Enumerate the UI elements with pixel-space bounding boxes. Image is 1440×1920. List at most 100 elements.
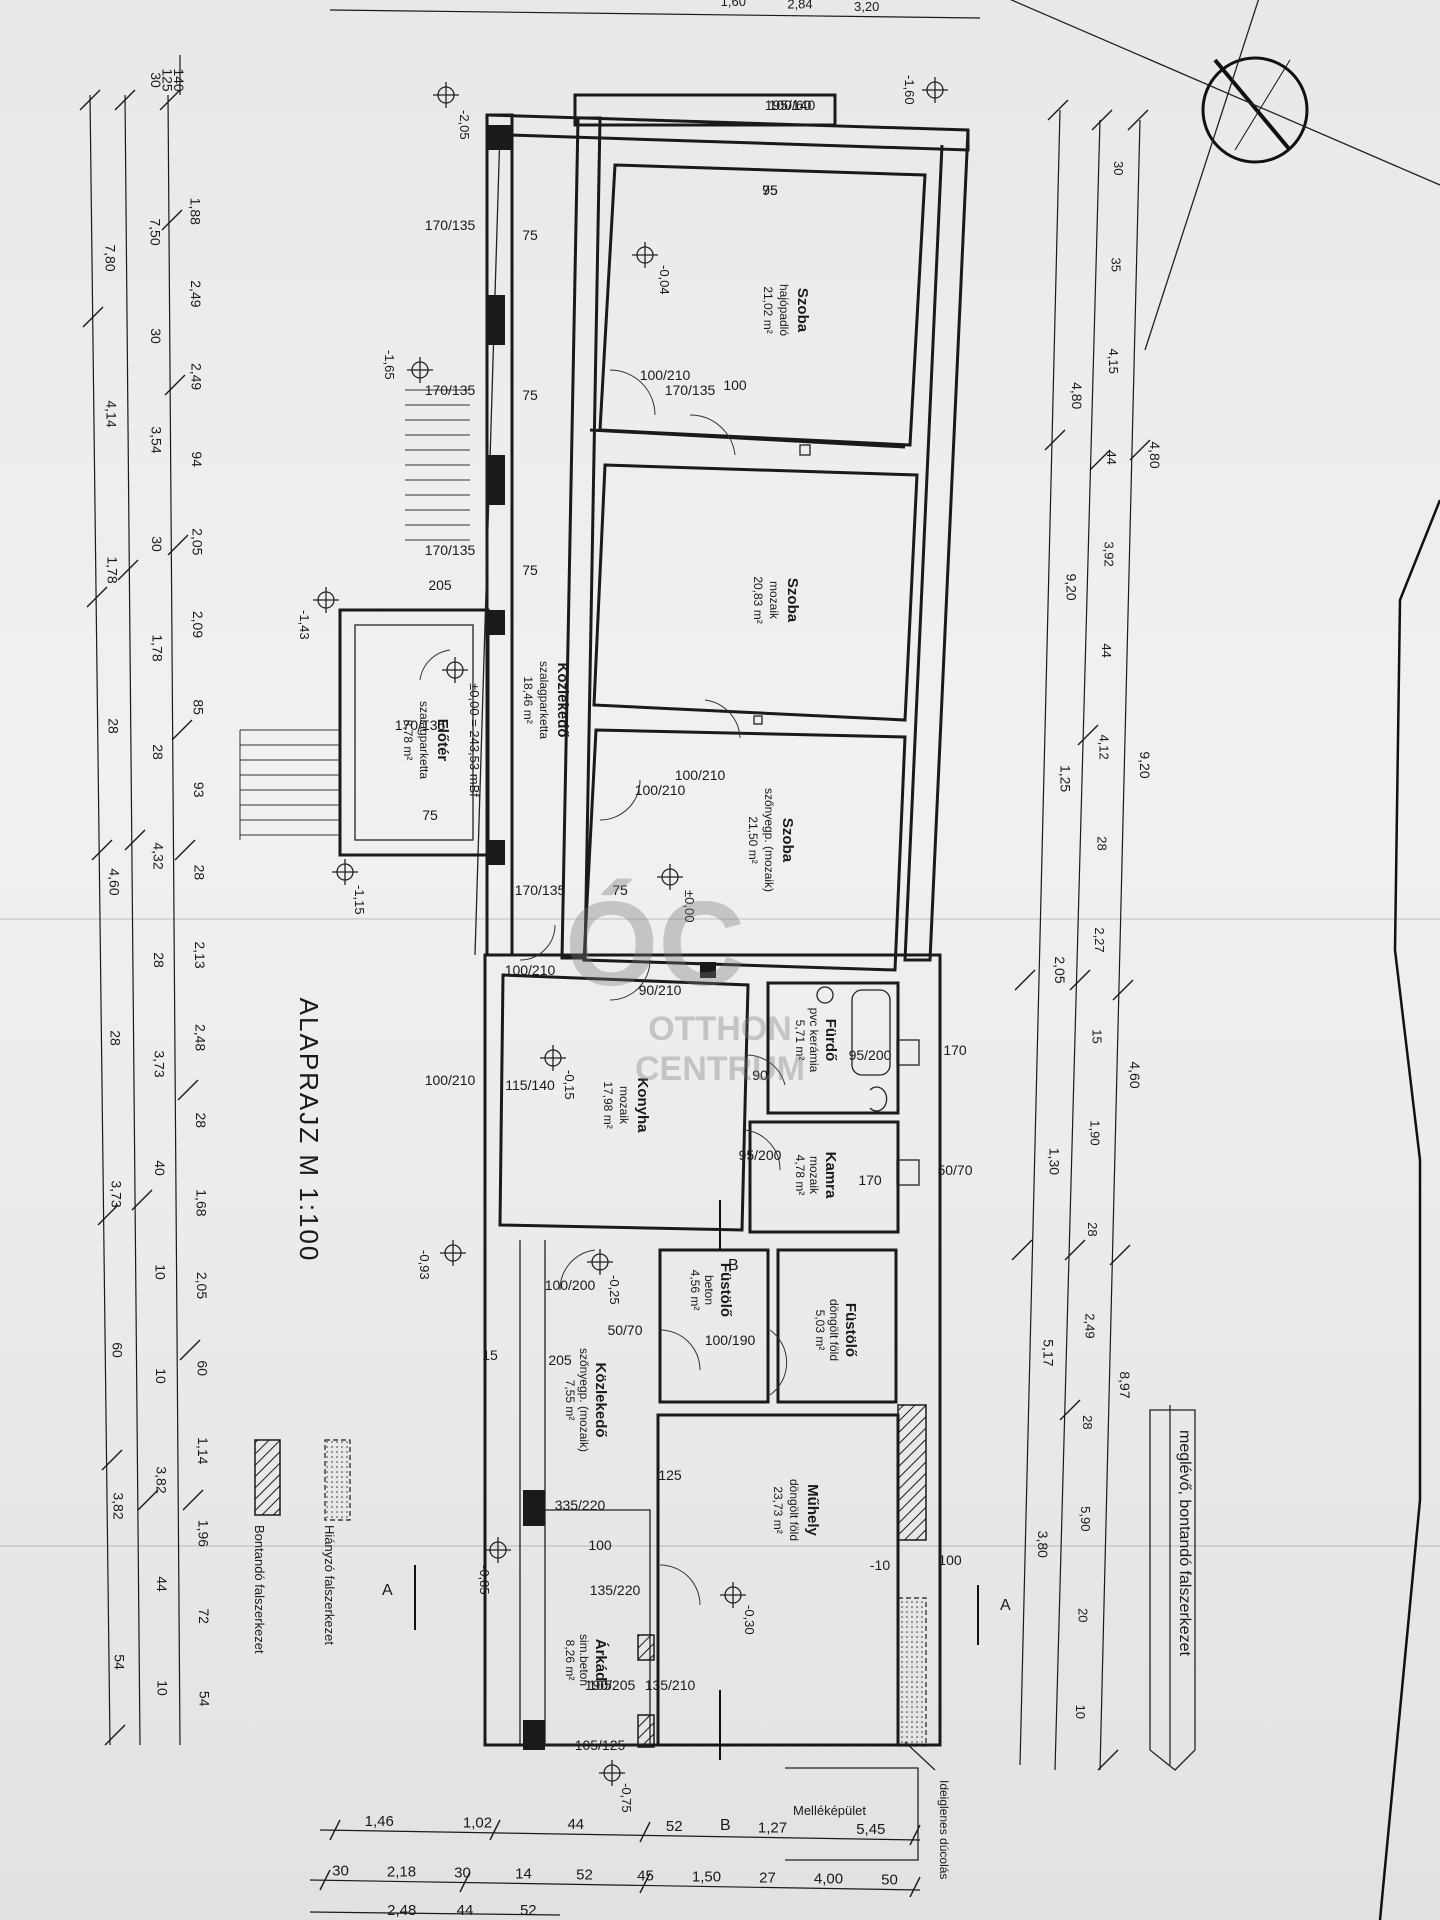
- level-value: -1,15: [352, 885, 367, 915]
- svg-text:szalagparketta: szalagparketta: [537, 661, 551, 739]
- svg-text:20,83 m²: 20,83 m²: [751, 576, 765, 623]
- dimension-value: 4,14: [104, 400, 120, 427]
- opening-size-label: 100/60: [769, 97, 812, 113]
- dimension-value: 2,05: [189, 528, 205, 555]
- opening-size-label: 170: [943, 1042, 967, 1058]
- svg-text:Füstölő: Füstölő: [842, 1303, 859, 1357]
- dimension-value: 5,17: [1041, 1339, 1057, 1366]
- dimension-value: 30: [1111, 161, 1126, 175]
- opening-size-label: 125: [658, 1467, 682, 1483]
- base-level-label: ±0,00 = 243,53 mBf: [467, 683, 482, 797]
- svg-text:döngölt föld: döngölt föld: [827, 1299, 841, 1361]
- room-szoba-2: Szoba mozaik 20,83 m²: [751, 576, 801, 623]
- svg-text:mozaik: mozaik: [767, 581, 781, 620]
- watermark-logo: ÓC OTTHON CENTRUM: [565, 877, 805, 1088]
- svg-text:5,03 m²: 5,03 m²: [813, 1310, 827, 1351]
- opening-size-label: 100: [588, 1537, 612, 1553]
- opening-size-label: 75: [522, 227, 538, 243]
- dimension-value: 2,48: [387, 1902, 416, 1919]
- opening-size-label: 95/200: [739, 1147, 782, 1163]
- dimension-value: 1,50: [692, 1869, 721, 1886]
- note-box: [1149, 1409, 1196, 1771]
- svg-text:Konyha: Konyha: [634, 1077, 651, 1133]
- dimension-value: 3,82: [154, 1466, 170, 1493]
- dimension-value: 50: [881, 1872, 898, 1889]
- dimension-value: 10: [1073, 1705, 1088, 1719]
- svg-text:Szoba: Szoba: [784, 578, 801, 623]
- dimension-value: 1,30: [1046, 1148, 1062, 1175]
- dimension-value: 28: [1094, 836, 1109, 850]
- dims-left-outer: 1,882,492,49942,052,098593282,132,48281,…: [187, 198, 212, 1707]
- dimension-value: 14: [515, 1866, 532, 1883]
- dims-right-inner: 4,809,201,252,051,305,173,80: [1035, 382, 1085, 1558]
- site-boundary-line: [1144, 0, 1260, 351]
- dimension-value: 4,00: [814, 1871, 843, 1888]
- room-kozlekedo-1: Közlekedő szalagparketta 18,46 m²: [521, 661, 571, 739]
- room-konyha: Konyha mozaik 17,98 m²: [601, 1077, 651, 1133]
- opening-size-label: 170/135: [665, 382, 716, 398]
- level-values: -0,04 ±0,00 -0,15 -0,25 -0,30 -0,75 -0,8…: [297, 75, 917, 1813]
- leader-line: [904, 1741, 936, 1771]
- svg-text:CENTRUM: CENTRUM: [635, 1050, 805, 1088]
- svg-text:5,71 m²: 5,71 m²: [793, 1020, 807, 1061]
- dimension-value: 28: [1085, 1222, 1100, 1236]
- dimension-value: 30: [148, 328, 164, 344]
- opening-size-label: 115/140: [505, 1077, 555, 1093]
- opening-size-label: 135/220: [590, 1582, 641, 1598]
- dimension-value: 1,78: [105, 556, 121, 583]
- svg-text:Közlekedő: Közlekedő: [592, 1362, 609, 1437]
- dimension-value: 5,90: [1078, 1506, 1093, 1531]
- svg-text:21,02 m²: 21,02 m²: [761, 286, 775, 333]
- dimension-value: 3,54: [148, 426, 164, 453]
- dimension-value: 28: [1080, 1415, 1095, 1429]
- sheet-edge-line: [1378, 499, 1440, 1920]
- dimension-value: 28: [108, 1030, 124, 1046]
- level-value: ±0,00: [682, 890, 697, 922]
- section-mark-b-bottom: B: [720, 1817, 731, 1834]
- paper-fold: [0, 918, 1440, 920]
- opening-size-label: 90: [752, 1067, 768, 1083]
- svg-text:23,73 m²: 23,73 m²: [771, 1486, 785, 1533]
- dimension-value: 30: [148, 72, 164, 88]
- room-kozlekedo-2: Közlekedő szőnyegp. (mozaik) 7,55 m²: [563, 1348, 609, 1452]
- dimension-value: 5,45: [856, 1821, 885, 1838]
- opening-size-label: 75: [422, 807, 438, 823]
- legend-missing-label: Hiányzó falszerkezet: [322, 1525, 337, 1645]
- opening-size-label: 170/135: [425, 542, 476, 558]
- svg-text:ÓC: ÓC: [565, 877, 745, 1011]
- opening-size-label: 170/135: [425, 217, 476, 233]
- dimension-value: 30: [149, 536, 165, 552]
- room-furdo: Fürdő pvc kerámia 5,71 m²: [793, 1008, 839, 1073]
- dimension-value: 2,48: [193, 1024, 209, 1051]
- room-kamra: Kamra mozaik 4,78 m²: [793, 1152, 839, 1199]
- svg-text:21,50 m²: 21,50 m²: [746, 816, 760, 863]
- dimension-value: 28: [150, 744, 166, 760]
- opening-size-label: 100/210: [640, 367, 691, 383]
- dimension-value: 20: [1076, 1608, 1091, 1622]
- dimension-value: 1,02: [463, 1815, 492, 1832]
- dimension-value: 52: [666, 1818, 683, 1835]
- opening-size-label: -10: [870, 1557, 890, 1573]
- level-value: -1,60: [902, 75, 917, 105]
- building-walls-lower: [483, 125, 942, 1750]
- opening-size-label: 75: [522, 562, 538, 578]
- room-fustolo-1: Füstölő döngölt föld 5,03 m²: [813, 1299, 859, 1361]
- opening-size-label: 75: [762, 182, 778, 198]
- dimension-value: 7,50: [147, 218, 163, 245]
- svg-text:18,46 m²: 18,46 m²: [521, 676, 535, 723]
- room-fustolo-2: Füstölő beton 4,56 m²: [688, 1263, 734, 1317]
- dimension-value: 1,90: [1087, 1120, 1102, 1145]
- dimension-value: 45: [637, 1868, 654, 1885]
- dimension-value: 2,13: [192, 941, 208, 968]
- opening-size-label: 195/140: [765, 97, 816, 113]
- dimension-value: 4,15: [1106, 349, 1121, 374]
- dimension-value: 1,78: [149, 634, 165, 661]
- dimension-ticks: [79, 89, 1151, 1898]
- dimension-value: 1,25: [1058, 765, 1074, 792]
- dimension-value: 1,14: [195, 1437, 211, 1464]
- dimension-value: 2,84: [787, 0, 812, 12]
- paper-fold: [0, 1545, 1440, 1547]
- dimension-value: 4,12: [1097, 734, 1112, 759]
- dimension-value: 9,20: [1137, 751, 1153, 778]
